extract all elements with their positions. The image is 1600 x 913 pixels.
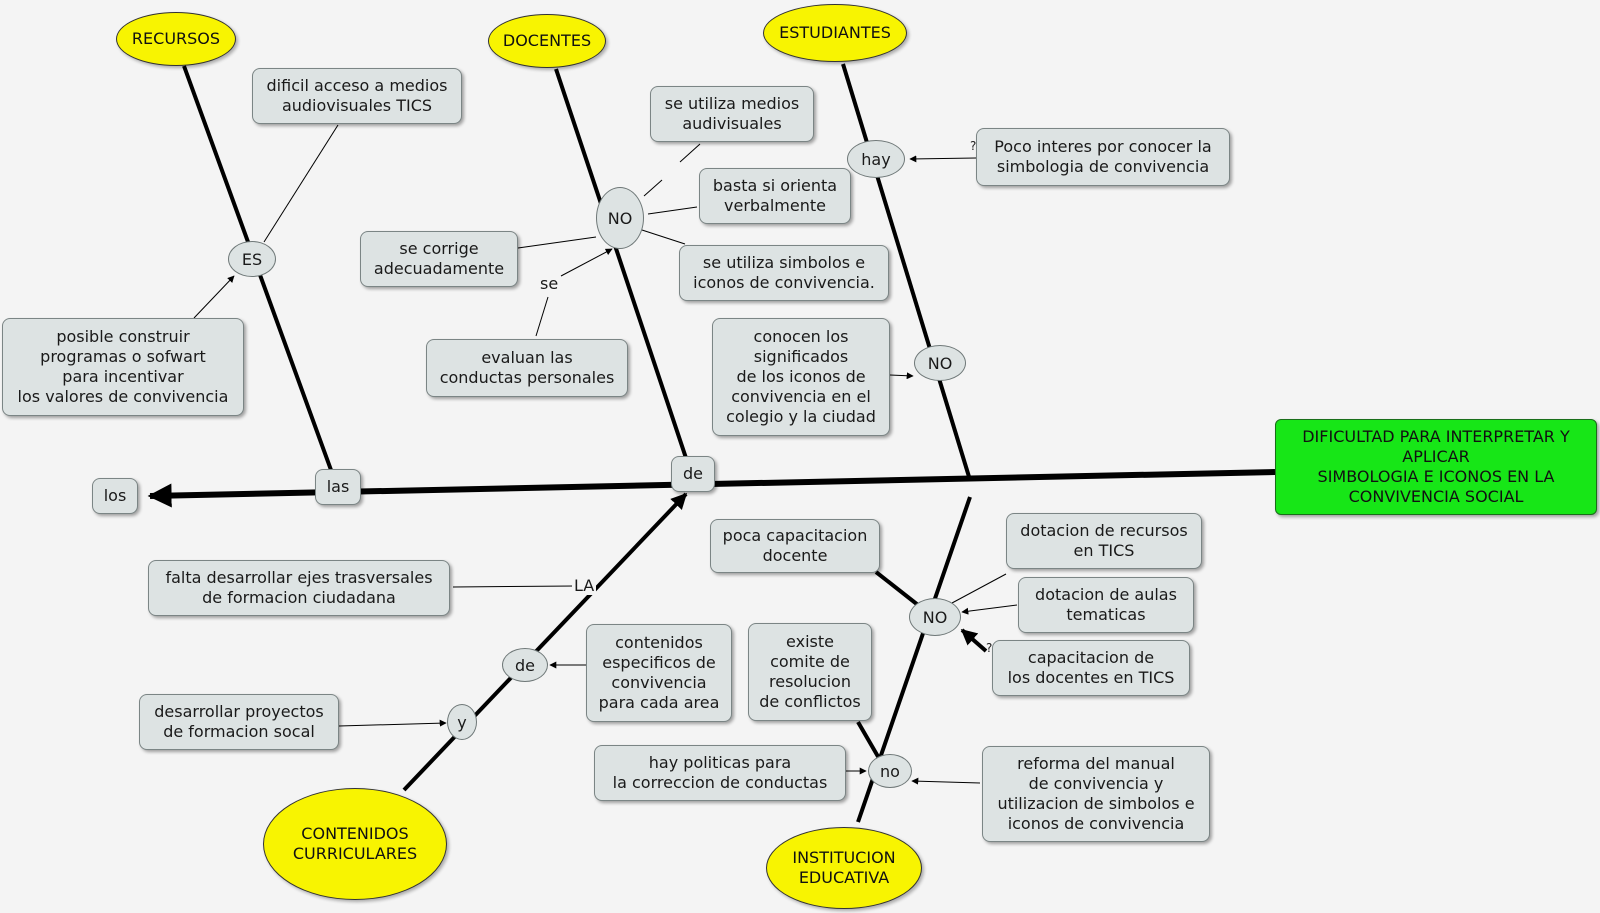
question-mark-2: ? [986, 641, 993, 655]
connector-la: LA [572, 576, 597, 595]
connector-no-institucion[interactable]: NO [909, 598, 961, 636]
box-desarrollar-proyectos[interactable]: desarrollar proyectos de formacion socal [139, 694, 339, 750]
connector-no-small[interactable]: no [868, 754, 912, 788]
box-conocen[interactable]: conocen los significados de los iconos d… [712, 318, 890, 436]
docentes-bone [554, 68, 688, 459]
category-recursos[interactable]: RECURSOS [116, 12, 236, 66]
poca-capacitacion-thick-link [874, 570, 920, 607]
category-institucion[interactable]: INSTITUCION EDUCATIVA [766, 827, 922, 909]
category-docentes[interactable]: DOCENTES [488, 14, 606, 68]
box-poca-capacitacion[interactable]: poca capacitacion docente [710, 519, 880, 573]
connector-los[interactable]: los [92, 478, 138, 514]
box-se-utiliza-medios[interactable]: se utiliza medios audivisuales [650, 86, 814, 142]
box-poco-interes[interactable]: Poco interes por conocer la simbologia d… [976, 128, 1230, 186]
connector-hay[interactable]: hay [847, 140, 905, 178]
box-dificil-acceso[interactable]: dificil acceso a medios audiovisuales TI… [252, 68, 462, 124]
connector-no-docentes[interactable]: NO [596, 187, 644, 249]
connector-y[interactable]: y [447, 704, 477, 740]
box-dotacion-recursos[interactable]: dotacion de recursos en TICS [1006, 513, 1202, 569]
box-reforma-manual[interactable]: reforma del manual de convivencia y util… [982, 746, 1210, 842]
connector-es[interactable]: ES [228, 241, 276, 277]
box-falta-desarrollar[interactable]: falta desarrollar ejes trasversales de f… [148, 560, 450, 616]
box-capacitacion-docentes[interactable]: capacitacion de los docentes en TICS [992, 640, 1190, 696]
category-estudiantes[interactable]: ESTUDIANTES [763, 4, 907, 62]
connector-las[interactable]: las [315, 469, 361, 505]
box-posible-construir[interactable]: posible construir programas o sofwart pa… [2, 318, 244, 416]
box-basta-orienta[interactable]: basta si orienta verbalmente [699, 168, 851, 224]
box-existe-comite[interactable]: existe comite de resolucion de conflicto… [748, 623, 872, 721]
connector-no-estudiantes[interactable]: NO [914, 345, 966, 381]
effect-box[interactable]: DIFICULTAD PARA INTERPRETAR Y APLICAR SI… [1275, 419, 1597, 515]
box-se-corrige[interactable]: se corrige adecuadamente [360, 231, 518, 287]
box-hay-politicas[interactable]: hay politicas para la correccion de cond… [594, 745, 846, 801]
box-contenidos-especificos[interactable]: contenidos especificos de convivencia pa… [586, 624, 732, 722]
question-mark-1: ? [970, 139, 977, 153]
estudiantes-bone [841, 63, 972, 481]
contenidos-bone [402, 492, 688, 792]
connector-se: se [538, 274, 561, 293]
category-contenidos[interactable]: CONTENIDOS CURRICULARES [263, 788, 447, 900]
box-se-utiliza-simbolos[interactable]: se utiliza simbolos e iconos de conviven… [679, 245, 889, 301]
existe-comite-thick-link [856, 720, 882, 762]
connector-de-top[interactable]: de [671, 456, 715, 492]
box-dotacion-aulas[interactable]: dotacion de aulas tematicas [1018, 577, 1194, 633]
box-evaluan[interactable]: evaluan las conductas personales [426, 339, 628, 397]
connector-de-bottom[interactable]: de [502, 648, 548, 682]
